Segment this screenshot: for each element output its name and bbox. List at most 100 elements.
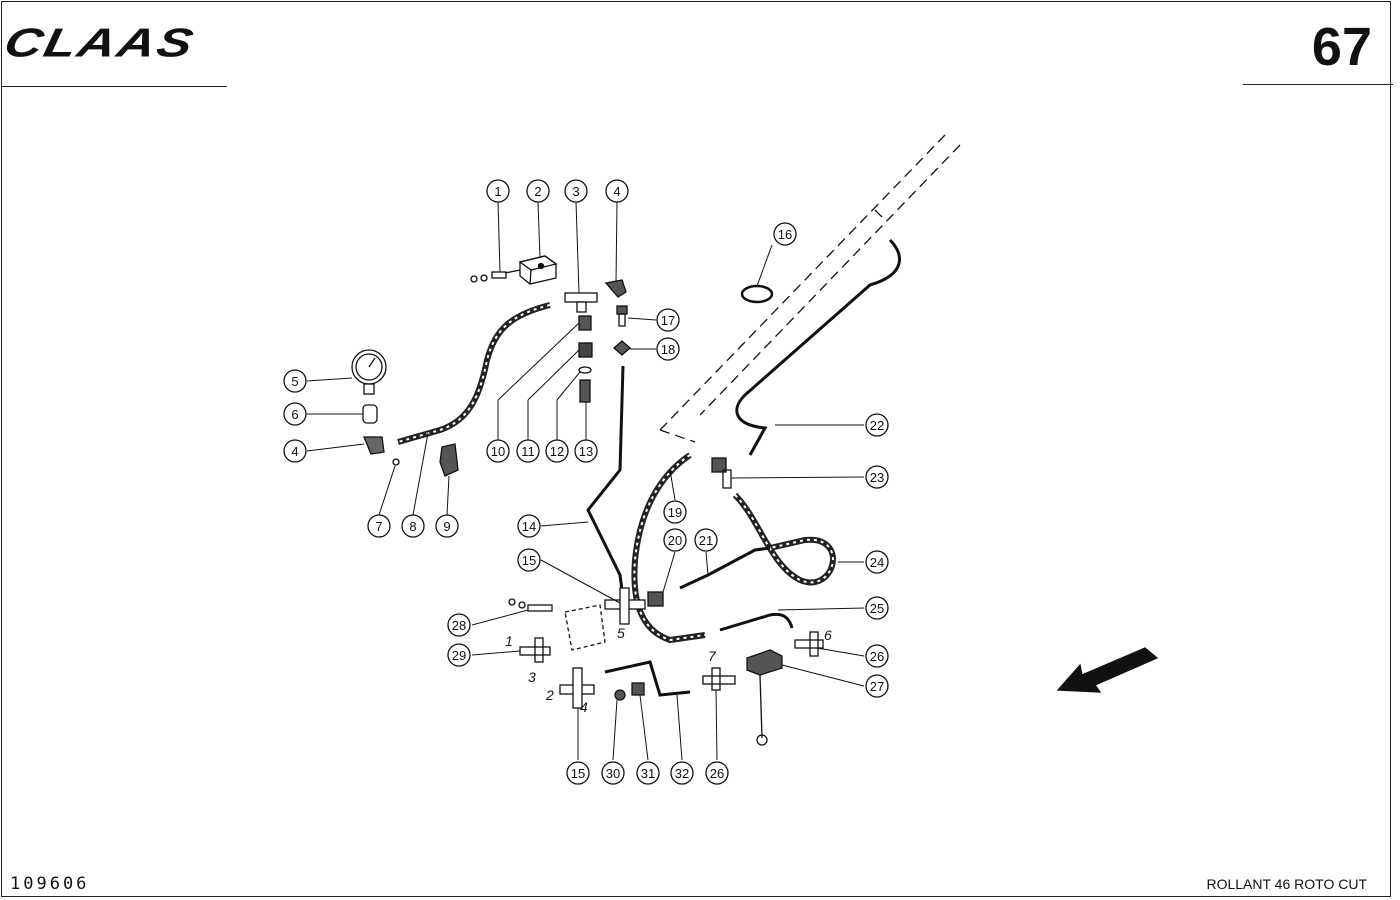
adapter-6 <box>362 404 378 424</box>
document-code: 109606 <box>10 874 90 894</box>
fitting-31 <box>631 682 645 696</box>
callout-30: 30 <box>601 761 625 785</box>
svg-text:29: 29 <box>452 648 466 663</box>
oring-12 <box>578 366 592 374</box>
page-number: 67 <box>1311 17 1372 77</box>
fitting-20 <box>647 591 664 607</box>
leader-lines <box>306 201 865 761</box>
fitting-26-lower <box>702 667 736 691</box>
fitting-11 <box>578 342 593 358</box>
svg-text:26: 26 <box>870 649 884 664</box>
callout-23: 23 <box>865 465 889 489</box>
header-rule-right <box>1243 84 1393 85</box>
svg-text:14: 14 <box>522 519 536 534</box>
callout-4-left: 4 <box>283 439 307 463</box>
port-label-1: 1 <box>505 633 513 649</box>
svg-text:4: 4 <box>291 444 298 459</box>
pipe-32 <box>604 660 691 697</box>
fitting-17 <box>616 305 628 327</box>
svg-text:22: 22 <box>870 418 884 433</box>
callout-32: 32 <box>670 761 694 785</box>
direction-arrow-icon <box>1056 647 1159 693</box>
svg-text:27: 27 <box>870 679 884 694</box>
callout-19: 19 <box>663 500 687 524</box>
svg-text:26: 26 <box>710 766 724 781</box>
fitting-26-right <box>794 631 824 657</box>
callout-8: 8 <box>401 514 425 538</box>
callout-18: 18 <box>656 337 680 361</box>
callout-29: 29 <box>447 643 471 667</box>
model-name: ROLLANT 46 ROTO CUT <box>1206 876 1367 892</box>
bolt-28 <box>508 598 553 612</box>
nut-30 <box>614 689 626 701</box>
callout-13: 13 <box>574 439 598 463</box>
callout-1: 1 <box>486 179 510 203</box>
svg-text:13: 13 <box>579 444 593 459</box>
svg-text:19: 19 <box>668 505 682 520</box>
callout-24: 24 <box>865 550 889 574</box>
hose-24 <box>732 492 836 586</box>
distributor-block <box>564 604 606 651</box>
port-label-5: 5 <box>617 625 625 641</box>
callout-16: 16 <box>773 222 797 246</box>
valve-27 <box>746 649 783 746</box>
svg-text:8: 8 <box>409 519 416 534</box>
callout-26-right: 26 <box>865 644 889 668</box>
callout-3: 3 <box>564 179 588 203</box>
fitting-18 <box>613 340 631 356</box>
port-label-3: 3 <box>528 669 536 685</box>
header-rule-left <box>2 86 227 87</box>
callout-12: 12 <box>545 439 569 463</box>
cross-fitting-15-upper <box>604 587 646 625</box>
svg-text:9: 9 <box>443 519 450 534</box>
port-label-7: 7 <box>708 648 717 664</box>
hose-8 <box>397 302 551 445</box>
pipe-21 <box>679 546 771 590</box>
svg-text:10: 10 <box>491 444 505 459</box>
pipe-14 <box>586 365 625 591</box>
svg-text:5: 5 <box>291 374 298 389</box>
callout-6: 6 <box>283 402 307 426</box>
callout-5: 5 <box>283 369 307 393</box>
pressure-gauge <box>351 349 387 395</box>
svg-text:18: 18 <box>661 342 675 357</box>
svg-text:3: 3 <box>572 184 579 199</box>
svg-text:15: 15 <box>522 553 536 568</box>
svg-text:15: 15 <box>571 766 585 781</box>
svg-text:28: 28 <box>452 618 466 633</box>
callout-15-upper: 15 <box>517 548 541 572</box>
elbow-fitting-4-top <box>604 279 627 298</box>
svg-text:7: 7 <box>375 519 382 534</box>
svg-text:12: 12 <box>550 444 564 459</box>
hose-clip-16 <box>740 284 774 304</box>
port-label-6: 6 <box>824 627 832 643</box>
clamp-9 <box>439 443 459 477</box>
callout-22: 22 <box>865 413 889 437</box>
svg-text:25: 25 <box>870 601 884 616</box>
frame-beam-outline <box>659 134 961 443</box>
callout-20: 20 <box>663 528 687 552</box>
port-label-4: 4 <box>580 699 588 715</box>
tee-23 <box>711 457 732 489</box>
callout-27: 27 <box>865 674 889 698</box>
callout-9: 9 <box>435 514 459 538</box>
callout-10: 10 <box>486 439 510 463</box>
fitting-10 <box>578 315 592 331</box>
svg-text:2: 2 <box>534 184 541 199</box>
callout-31: 31 <box>636 761 660 785</box>
fitting-13 <box>579 379 591 403</box>
svg-text:32: 32 <box>675 766 689 781</box>
callout-2: 2 <box>526 179 550 203</box>
elbow-fitting-4-left <box>363 436 385 455</box>
svg-text:4: 4 <box>613 184 620 199</box>
callout-17: 17 <box>656 308 680 332</box>
callout-15-lower: 15 <box>566 761 590 785</box>
svg-text:17: 17 <box>661 313 675 328</box>
bolt-1 <box>470 271 507 283</box>
svg-text:1: 1 <box>494 184 501 199</box>
callout-28: 28 <box>447 613 471 637</box>
svg-text:23: 23 <box>870 470 884 485</box>
svg-text:20: 20 <box>668 533 682 548</box>
seal-7 <box>392 458 400 466</box>
